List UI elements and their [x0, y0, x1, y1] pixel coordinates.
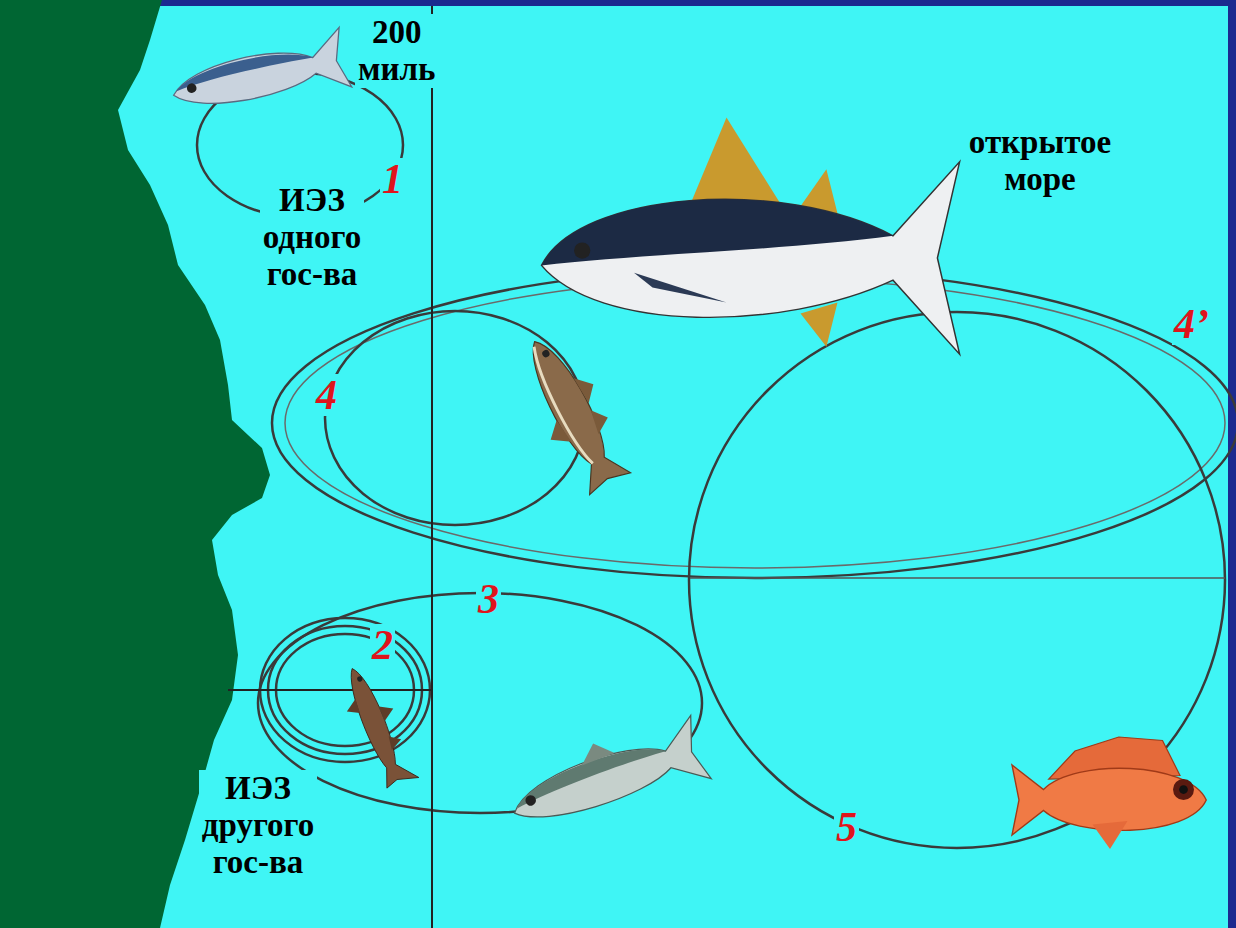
200-mile-line [431, 6, 433, 928]
zone-label: ИЭЗ одного гос-ва [260, 182, 364, 293]
dogfish [333, 660, 421, 793]
boundaries [228, 6, 1225, 928]
tuna [542, 117, 960, 354]
callout-number: 5 [834, 806, 859, 848]
zone-label: открытое море [966, 124, 1114, 198]
callout-number: 1 [380, 158, 405, 200]
zone-label: ИЭЗ другого гос-ва [199, 770, 317, 881]
callout-number: 4 [314, 374, 339, 416]
callout-number: 4’ [1172, 303, 1211, 345]
cod [506, 327, 638, 499]
loop-line [690, 577, 1225, 579]
loop-4-cod [325, 311, 585, 525]
zone-label: 200 миль [355, 14, 438, 88]
loop-5 [689, 312, 1225, 848]
horse-mackerel [502, 712, 712, 840]
migration-loops [197, 73, 1236, 848]
callout-number: 2 [370, 624, 395, 666]
callout-number: 3 [476, 578, 501, 620]
herring [167, 27, 352, 123]
eez-border [228, 689, 432, 691]
redfish [1012, 737, 1206, 849]
loop-4-tuna-inner [285, 278, 1225, 568]
